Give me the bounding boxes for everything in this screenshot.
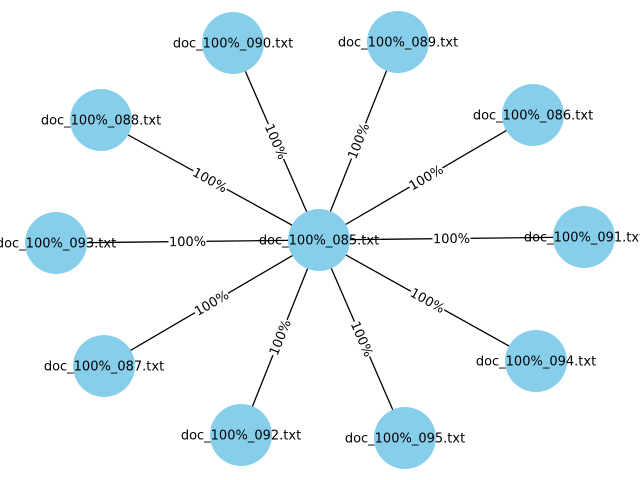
node-doc-100-091-txt — [553, 206, 615, 268]
edge-label-background — [265, 316, 295, 359]
node-doc-100-087-txt — [73, 335, 135, 397]
edge-label: 100% — [344, 120, 374, 162]
node-label-doc-100-094-txt: doc_100%_094.txt — [476, 355, 596, 370]
edge-label-background — [347, 318, 377, 360]
nodes-layer — [25, 11, 615, 469]
edge-label-text: 100% — [267, 318, 295, 358]
node-label-doc-100-089-txt: doc_100%_089.txt — [338, 36, 458, 51]
edge-label: 100% — [432, 230, 471, 247]
node-label-doc-100-087-txt: doc_100%_087.txt — [44, 360, 164, 375]
edge-label: 100% — [405, 161, 447, 195]
node-doc-100-094-txt — [505, 330, 567, 392]
edge-label-text: 100% — [169, 235, 206, 250]
edge-label: 100% — [347, 318, 377, 360]
edge-label-background — [407, 284, 448, 317]
node-label-doc-100-093-txt: doc_100%_093.txt — [0, 237, 116, 252]
edge-label-text: 100% — [407, 163, 447, 195]
node-label-doc-100-086-txt: doc_100%_086.txt — [473, 109, 593, 124]
edge-label-text: 100% — [346, 121, 374, 161]
node-doc-100-095-txt — [374, 407, 436, 469]
edge-label-text: 100% — [190, 165, 230, 196]
node-doc-100-090-txt — [202, 12, 264, 74]
edge-label: 100% — [191, 286, 232, 320]
edge-label-text: 100% — [433, 232, 470, 247]
edge-label: 100% — [407, 284, 448, 317]
node-doc-100-086-txt — [502, 84, 564, 146]
edge-label-background — [191, 286, 232, 320]
node-labels-layer: doc_100%_090.txt doc_100%_089.txt doc_100%… — [0, 36, 640, 447]
node-label-doc-100-085-txt: doc_100%_085.txt — [259, 234, 379, 249]
edge-label-background — [189, 163, 231, 197]
node-doc-100-085-txt — [288, 209, 350, 271]
edge-label-text: 100% — [407, 286, 447, 317]
edge-label-background — [405, 161, 447, 194]
edge-label: 100% — [168, 233, 207, 250]
edge-label: 100% — [261, 120, 291, 163]
node-doc-100-093-txt — [25, 212, 87, 274]
node-label-doc-100-090-txt: doc_100%_090.txt — [173, 37, 293, 52]
node-doc-100-092-txt — [210, 404, 272, 466]
edge-label-background — [261, 120, 291, 163]
node-doc-100-088-txt — [70, 89, 132, 151]
node-label-doc-100-091-txt: doc_100%_091.txt — [524, 231, 640, 246]
node-doc-100-089-txt — [367, 11, 429, 73]
node-label-doc-100-095-txt: doc_100%_095.txt — [345, 432, 465, 447]
edge-label-text: 100% — [261, 122, 290, 162]
edge-label-background — [432, 230, 471, 247]
edge-label: 100% — [189, 163, 231, 197]
edge-label-background — [168, 233, 207, 250]
edge-label: 100% — [265, 316, 295, 359]
node-label-doc-100-092-txt: doc_100%_092.txt — [181, 429, 301, 444]
edge-label-text: 100% — [347, 319, 376, 359]
node-label-doc-100-088-txt: doc_100%_088.txt — [41, 114, 161, 129]
edge-label-background — [344, 120, 373, 162]
edge-label-text: 100% — [192, 288, 232, 320]
